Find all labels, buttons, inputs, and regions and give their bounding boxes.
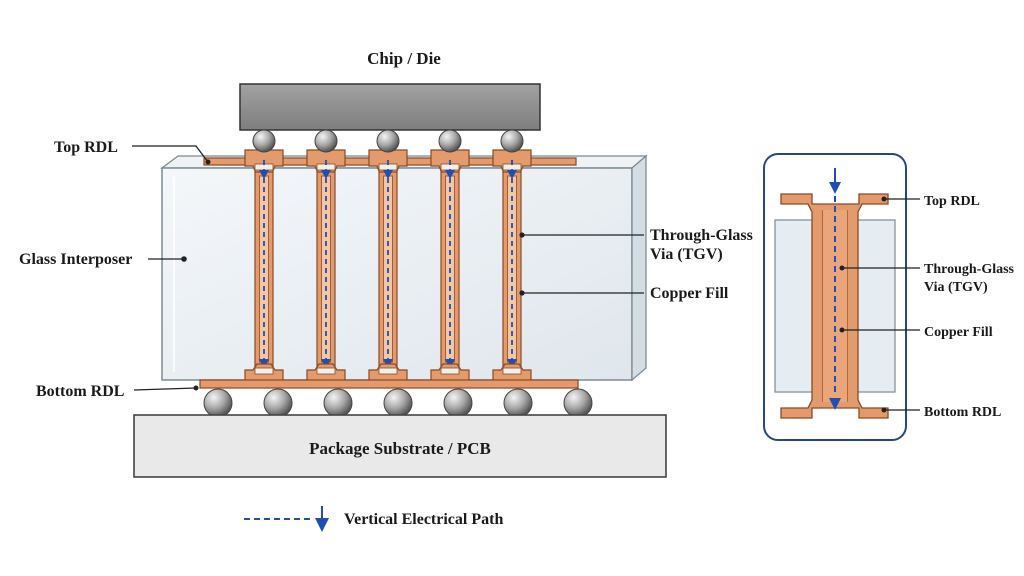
detail-arrow-down-icon [829,182,841,194]
via-arrow-top-icon [321,170,331,179]
via-arrow-top-icon [445,170,455,179]
tgv-via [316,160,336,369]
copper-fill-label: Copper Fill [650,285,729,302]
chip-die [239,83,541,131]
bottom-pad-liner [254,367,274,375]
tgv-label-line2: Via (TGV) [650,246,723,263]
detail-bottom-rdl-label: Bottom RDL [924,405,1001,420]
solder-ball [503,388,533,418]
tgv-vias [254,160,522,369]
solder-bump [500,129,524,153]
solder-bump [252,129,276,153]
tgv-via [378,160,398,369]
solder-bump [438,129,462,153]
detail-inset [763,153,907,441]
legend-arrow-icon [315,518,329,532]
via-arrow-top-icon [507,170,517,179]
detail-tgv-label-line1: Through-Glass [924,262,1015,277]
detail-arrow-bottom-icon [829,398,841,410]
bottom-rdl-leader [133,387,197,391]
solder-ball [323,388,353,418]
solder-ball [383,388,413,418]
detail-tgv-label-line2: Via (TGV) [924,280,988,295]
bottom-solder-balls [203,388,593,418]
bottom-pad-liner [316,367,336,375]
bottom-pad-liner [378,367,398,375]
bottom-pad-liner [502,367,522,375]
via-arrow-top-icon [383,170,393,179]
solder-bump [314,129,338,153]
legend: Vertical Electrical Path [244,506,503,532]
top-solder-bumps [252,129,524,153]
bottom-rdl-layer [199,363,579,389]
solder-ball [263,388,293,418]
tgv-via [440,160,460,369]
solder-ball [443,388,473,418]
solder-bump [376,129,400,153]
tgv-via [502,160,522,369]
bottom-pad-liner [440,367,460,375]
top-rdl-leader [132,145,209,163]
tgv-label-line1: Through-Glass [650,227,753,244]
via-arrow-top-icon [259,170,269,179]
legend-label: Vertical Electrical Path [344,511,503,528]
detail-copper-fill-label: Copper Fill [924,325,993,340]
chip-label: Chip / Die [367,49,441,68]
substrate-label: Package Substrate / PCB [309,439,491,458]
glass-interposer-label: Glass Interposer [19,251,132,268]
top-rdl-label: Top RDL [54,139,118,156]
solder-ball [203,388,233,418]
package-substrate [133,414,667,478]
solder-ball [563,388,593,418]
bottom-rdl-label: Bottom RDL [36,383,124,400]
tgv-via [254,160,274,369]
detail-top-rdl-label: Top RDL [924,194,980,209]
glass-interposer [160,154,648,382]
